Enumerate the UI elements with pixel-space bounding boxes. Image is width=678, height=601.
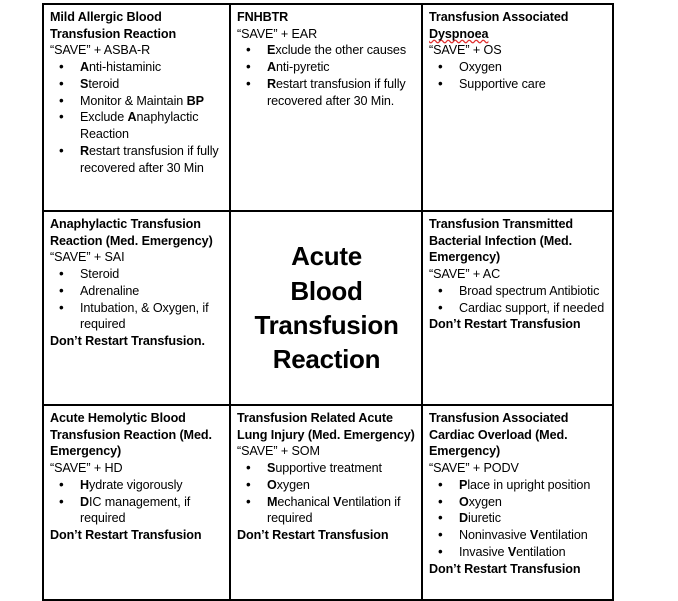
save-mnemonic: “SAVE” + PODV [429, 461, 519, 476]
save-mnemonic: “SAVE” + HD [50, 461, 123, 476]
center-heading-line: Transfusion [254, 310, 399, 340]
save-mnemonic: “SAVE” + EAR [237, 26, 318, 41]
list-item: Steroid [59, 75, 224, 93]
list-item: Supportive care [438, 75, 607, 93]
cell-title: Anaphylactic Transfusion Reaction (Med. … [50, 217, 213, 248]
cell-footer-warning: Don’t Restart Transfusion [237, 528, 389, 543]
cell-bacterial-infection: Transfusion Transmitted Bacterial Infect… [421, 210, 614, 406]
list-item: Oxygen [438, 58, 607, 76]
center-heading-line: Reaction [272, 344, 381, 375]
spellcheck-underlined-word: Dyspnoea [429, 26, 489, 41]
list-item: Restart transfusion if fully recovered a… [246, 75, 416, 109]
cell-fnhbtr: FNHBTR “SAVE” + EAR Exclude the other ca… [229, 3, 423, 212]
save-mnemonic: “SAVE” + SOM [237, 444, 320, 459]
save-mnemonic: “SAVE” + AC [429, 267, 501, 282]
cell-footer-warning: Don’t Restart Transfusion [429, 561, 581, 576]
bullet-list: Steroid Adrenaline Intubation, & Oxygen,… [50, 265, 224, 333]
table-row: Acute Hemolytic Blood Transfusion Reacti… [42, 404, 614, 601]
bullet-list: Place in upright position Oxygen Diureti… [429, 476, 607, 561]
abtr-table: Mild Allergic Blood Transfusion Reaction… [42, 3, 614, 601]
list-item: Intubation, & Oxygen, if required [59, 299, 224, 333]
cell-center-heading: Acute Blood Transfusion Reaction [229, 210, 423, 406]
list-item: Mechanical Ventilation if required [246, 493, 416, 527]
list-item: Place in upright position [438, 476, 607, 494]
list-item: Broad spectrum Antibiotic [438, 282, 607, 300]
bullet-list: Supportive treatment Oxygen Mechanical V… [237, 459, 416, 527]
list-item: Exclude Anaphylactic Reaction [59, 108, 224, 142]
cell-title: Transfusion Associated Dyspnoea [429, 10, 569, 41]
list-item: Anti-histaminic [59, 58, 224, 76]
list-item: DIC management, if required [59, 493, 224, 527]
cell-anaphylactic-reaction: Anaphylactic Transfusion Reaction (Med. … [42, 210, 231, 406]
list-item: Cardiac support, if needed [438, 299, 607, 317]
list-item: Diuretic [438, 509, 607, 527]
save-mnemonic: “SAVE” + OS [429, 43, 502, 58]
table-row: Anaphylactic Transfusion Reaction (Med. … [42, 210, 614, 406]
cell-mild-allergic-reaction: Mild Allergic Blood Transfusion Reaction… [42, 3, 231, 212]
center-heading-line: Acute [291, 241, 362, 272]
bullet-list: Broad spectrum Antibiotic Cardiac suppor… [429, 282, 607, 317]
cell-title: FNHBTR [237, 10, 289, 24]
bullet-list: Oxygen Supportive care [429, 58, 607, 93]
cell-title: Transfusion Related Acute Lung Injury (M… [237, 411, 415, 442]
cell-title: Acute Hemolytic Blood Transfusion Reacti… [50, 411, 212, 459]
cell-acute-hemolytic-reaction: Acute Hemolytic Blood Transfusion Reacti… [42, 404, 231, 601]
cell-footer-warning: Don’t Restart Transfusion [50, 528, 202, 543]
save-mnemonic: “SAVE” + SAI [50, 250, 125, 265]
cell-title: Mild Allergic Blood Transfusion Reaction [50, 10, 177, 41]
center-heading-line: Blood [290, 275, 363, 306]
bullet-list: Hydrate vigorously DIC management, if re… [50, 476, 224, 527]
table-row: Mild Allergic Blood Transfusion Reaction… [42, 3, 614, 212]
cell-title: Transfusion Transmitted Bacterial Infect… [429, 217, 573, 265]
list-item: Steroid [59, 265, 224, 283]
list-item: Hydrate vigorously [59, 476, 224, 494]
cell-transfusion-associated-dyspnoea: Transfusion Associated Dyspnoea “SAVE” +… [421, 3, 614, 212]
cell-footer-warning: Don’t Restart Transfusion [429, 317, 581, 332]
list-item: Restart transfusion if fully recovered a… [59, 142, 224, 176]
bullet-list: Exclude the other causes Anti-pyretic Re… [237, 41, 416, 109]
bullet-list: Anti-histaminic Steroid Monitor & Mainta… [50, 58, 224, 176]
list-item: Supportive treatment [246, 459, 416, 477]
list-item: Anti-pyretic [246, 58, 416, 76]
list-item: Exclude the other causes [246, 41, 416, 59]
list-item: Invasive Ventilation [438, 543, 607, 561]
cell-trali: Transfusion Related Acute Lung Injury (M… [229, 404, 423, 601]
cell-cardiac-overload: Transfusion Associated Cardiac Overload … [421, 404, 614, 601]
list-item: Noninvasive Ventilation [438, 526, 607, 544]
list-item: Oxygen [246, 476, 416, 494]
save-mnemonic: “SAVE” + ASBA-R [50, 43, 151, 58]
list-item: Oxygen [438, 493, 607, 511]
list-item: Adrenaline [59, 282, 224, 300]
list-item: Monitor & Maintain BP [59, 92, 224, 110]
center-heading: Acute Blood Transfusion Reaction [237, 239, 416, 376]
cell-footer-warning: Don’t Restart Transfusion. [50, 334, 205, 349]
cell-title: Transfusion Associated Cardiac Overload … [429, 411, 569, 459]
